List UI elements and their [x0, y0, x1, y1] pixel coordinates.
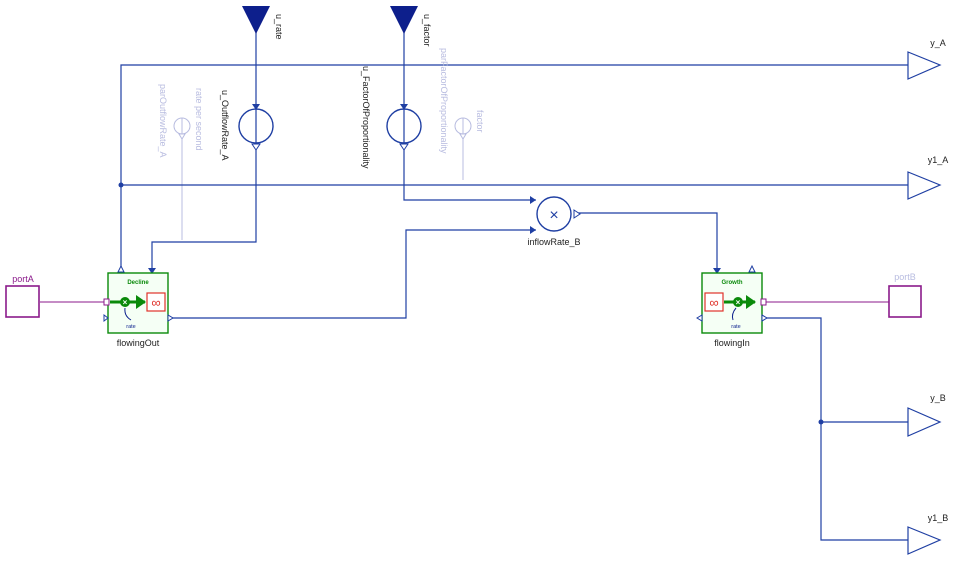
decline-valve-cross: ×	[123, 298, 128, 307]
param-outflow-rate-label: parOutflowRate_A	[158, 84, 168, 158]
cloud-sink-icon	[146, 292, 166, 312]
converter-factor[interactable]: u_FactorOfProportionality	[361, 66, 422, 169]
arrow-mult-in1	[530, 196, 536, 204]
param-factor-label: factor	[475, 110, 485, 133]
block-flowing-out-title: Decline	[127, 280, 149, 286]
input-left-arrow-icon	[696, 314, 703, 322]
param-rate-per-second-label: rate per second	[194, 88, 204, 151]
output-triangle-icon	[907, 407, 942, 437]
block-flowing-in-title: Growth	[722, 280, 743, 286]
output-up-arrow-icon	[748, 264, 756, 273]
port-a-label: portA	[12, 274, 34, 284]
growth-valve-icon	[733, 297, 743, 307]
param-factor-prop-label: parFactorOfProportionality	[439, 48, 449, 154]
input-left-arrow-icon	[103, 314, 109, 322]
input-u-rate-label: u_rate	[274, 14, 284, 40]
input-u-rate[interactable]: u_rate	[242, 6, 284, 40]
arrow-rate-converter	[252, 104, 260, 110]
param-outflow-rate[interactable]: parOutflowRate_A rate per second	[158, 84, 204, 158]
signal-connections	[120, 30, 908, 541]
multiply-label: inflowRate_B	[527, 237, 580, 247]
output-y1-b[interactable]: y1_B	[907, 513, 949, 555]
growth-infinity: ∞	[709, 295, 718, 310]
port-b-label: portB	[894, 272, 916, 282]
growth-valve-cross: ×	[736, 298, 741, 307]
arrow-decline-rate	[148, 268, 156, 274]
output-y1-a[interactable]: y1_A	[907, 155, 949, 200]
multiply-symbol: ×	[549, 207, 558, 224]
input-u-factor-label: u_factor	[422, 14, 432, 47]
output-up-arrow-icon	[117, 264, 125, 273]
output-y-a[interactable]: y_A	[907, 38, 946, 80]
output-y-b-label: y_B	[930, 393, 946, 403]
converter-outflow-rate[interactable]: u_OutflowRate_A	[220, 90, 274, 161]
output-triangle-icon	[907, 51, 942, 80]
arrow-factor-converter	[400, 104, 408, 110]
decline-valve-icon	[120, 297, 130, 307]
converter-factor-label: u_FactorOfProportionality	[361, 66, 371, 169]
output-right-arrow-icon	[761, 314, 768, 322]
port-a-connector	[103, 298, 110, 306]
junction-dot-a	[118, 182, 124, 188]
input-u-factor[interactable]: u_factor	[390, 6, 432, 47]
cloud-source-icon	[704, 292, 724, 312]
output-y1-a-label: y1_A	[928, 155, 949, 165]
param-factor[interactable]: parFactorOfProportionality factor	[439, 48, 485, 154]
block-flowing-in-inner: rate	[731, 324, 740, 330]
output-right-arrow-icon	[167, 314, 174, 322]
block-flowing-out[interactable]: Decline × ∞ rate flowingOut	[103, 264, 174, 348]
port-b[interactable]: portB	[888, 272, 922, 318]
output-y1-b-label: y1_B	[928, 513, 949, 523]
output-y-b[interactable]: y_B	[907, 393, 946, 437]
block-flowing-in[interactable]: Growth ∞ × rate flowingIn	[696, 264, 768, 348]
input-triangle-icon	[390, 6, 418, 34]
port-a[interactable]: portA	[5, 274, 40, 318]
arrow-growth-rate	[713, 268, 721, 274]
converter-outflow-rate-label: u_OutflowRate_A	[220, 90, 230, 161]
ghost-connections	[181, 136, 464, 240]
block-flowing-out-label: flowingOut	[117, 338, 160, 348]
arrow-mult-in2	[530, 226, 536, 234]
junction-dot-b	[818, 419, 824, 425]
output-y-a-label: y_A	[930, 38, 946, 48]
output-triangle-icon	[907, 526, 942, 555]
output-triangle-icon	[907, 171, 942, 200]
block-flowing-in-label: flowingIn	[714, 338, 750, 348]
input-triangle-icon	[242, 6, 270, 34]
multiply-inflow-rate[interactable]: × inflowRate_B	[527, 196, 581, 247]
decline-infinity: ∞	[151, 295, 160, 310]
block-flowing-out-inner: rate	[126, 324, 135, 330]
port-b-connector	[760, 298, 767, 306]
